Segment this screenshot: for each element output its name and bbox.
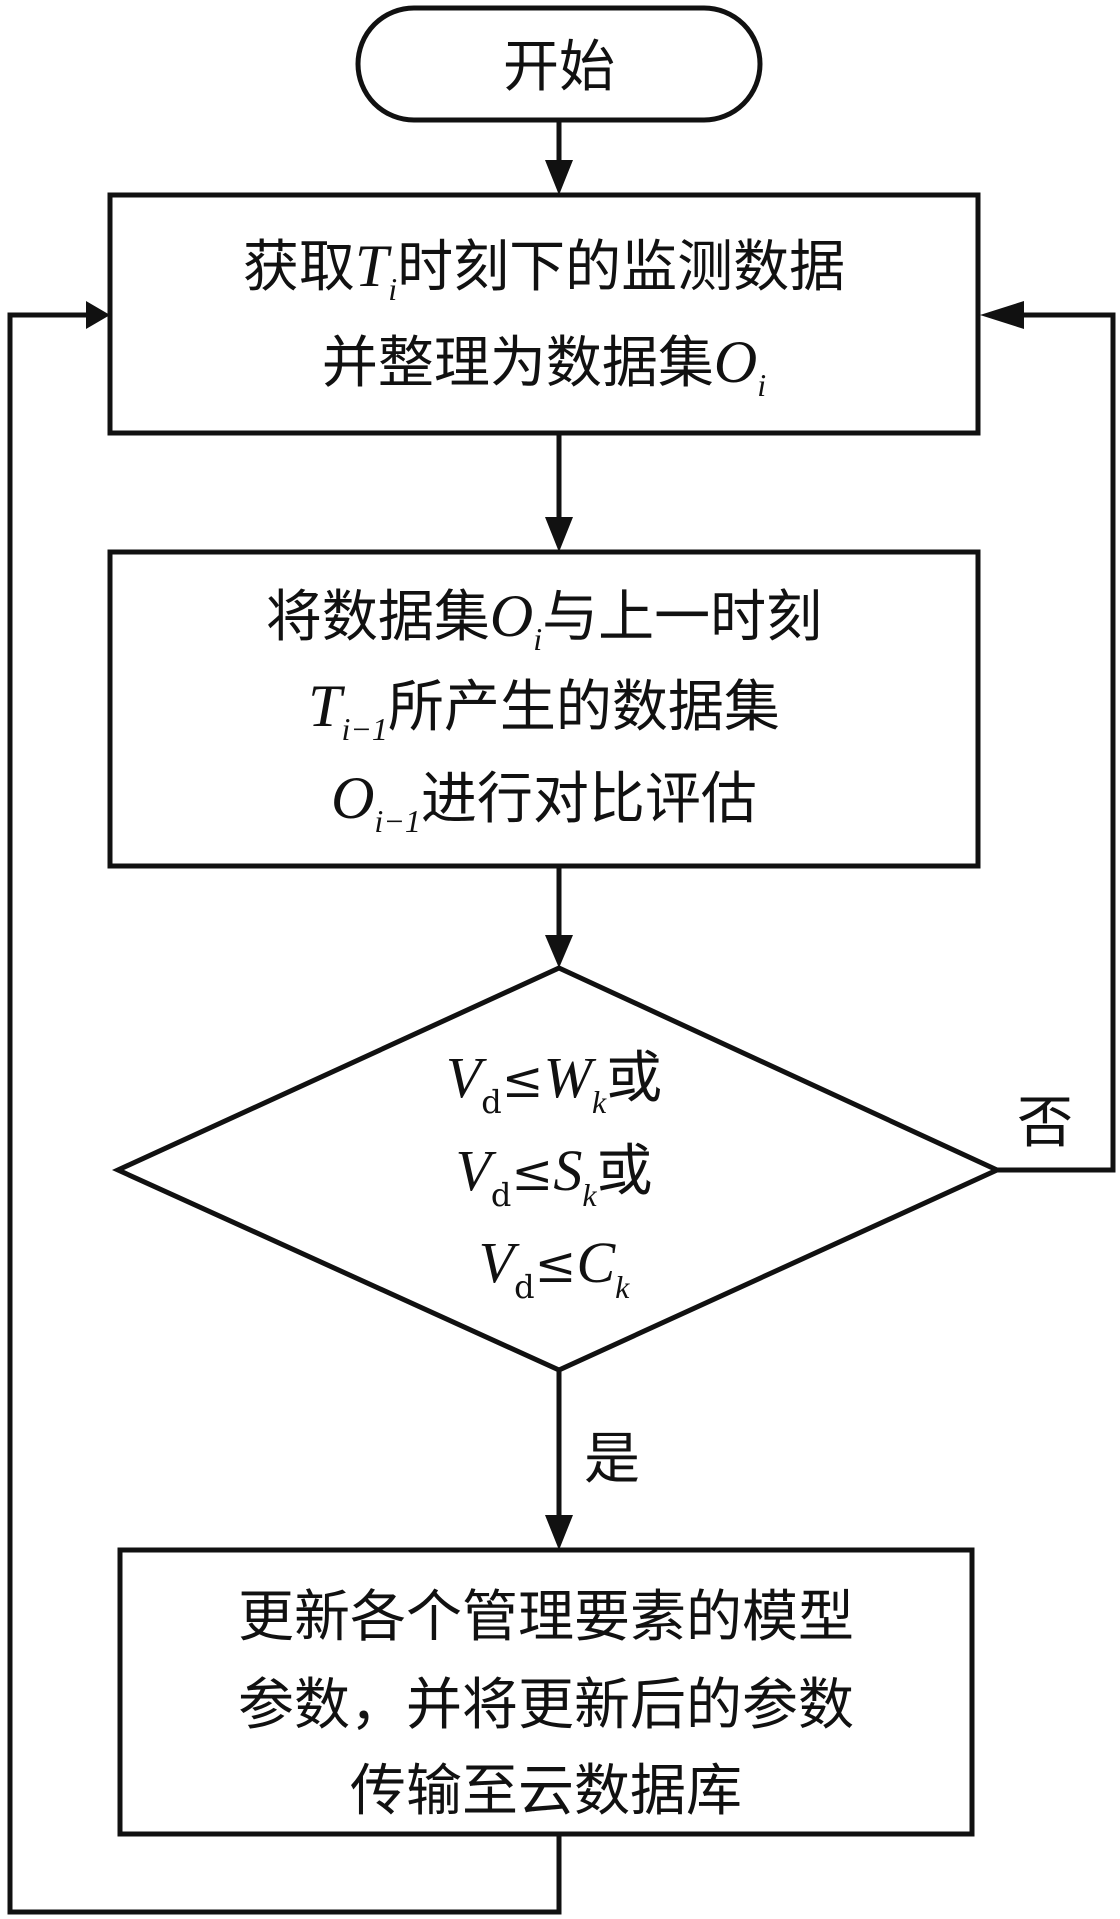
no-loop-connector [997,312,1116,1173]
decision-condition-2: Vd≤Sk或 [455,1138,652,1214]
step1-line1: 获取Ti时刻下的监测数据 [243,233,845,307]
start-label: 开始 [503,35,615,100]
no-label: 否 [1017,1091,1073,1156]
return-loop-connector [7,312,562,1915]
return-loop-arrowhead [86,301,110,329]
step2-line3: Oi−1进行对比评估 [331,765,757,839]
step1-line2: 并整理为数据集Oi [322,329,766,403]
step2-line1: 将数据集Oi与上一时刻 [266,583,822,657]
decision-condition-1: Vd≤Wk或 [446,1045,662,1121]
step2-line2: Ti−1所产生的数据集 [308,673,780,747]
step3-line2: 参数，并将更新后的参数 [238,1673,854,1738]
arrowhead-decision [545,935,573,968]
step3-line3: 传输至云数据库 [350,1759,742,1824]
yes-label: 是 [584,1427,640,1492]
step3-box [117,1547,975,1837]
no-loop-arrowhead [980,301,1024,329]
decision-condition-3: Vd≤Ck [479,1230,631,1306]
arrowhead-step2 [545,517,573,552]
step2-box [107,549,981,869]
arrowhead-step3 [545,1515,573,1550]
step1-box [107,192,981,436]
arrowhead-step1 [545,160,573,195]
step3-line1: 更新各个管理要素的模型 [238,1585,854,1650]
